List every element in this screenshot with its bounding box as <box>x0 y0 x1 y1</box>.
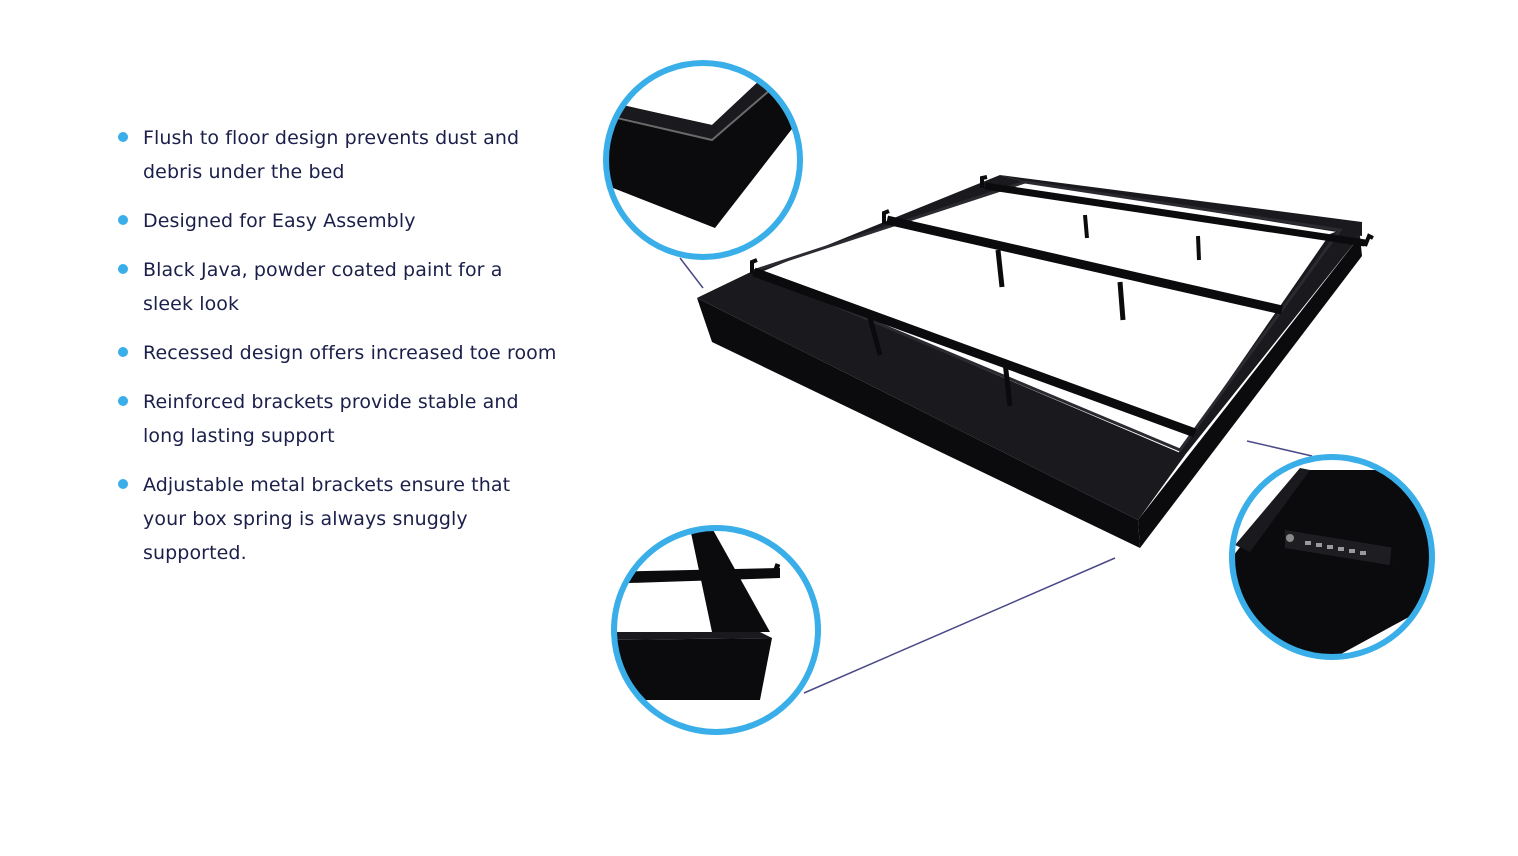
feature-text: Flush to floor design prevents dust and … <box>143 127 520 183</box>
feature-list: Flush to floor design prevents dust and … <box>118 121 558 585</box>
front-rail-top <box>697 271 1185 520</box>
leader-line-bracket <box>1246 440 1313 457</box>
detail-circle-recess <box>611 525 821 735</box>
leg-1 <box>867 317 883 356</box>
cross-bar-2 <box>886 215 1283 315</box>
feature-text: Recessed design offers increased toe roo… <box>143 342 557 364</box>
detail-circle-bracket <box>1229 454 1435 660</box>
dot-icon <box>118 132 128 142</box>
dot-icon <box>118 479 128 489</box>
inner-edge <box>752 180 1343 452</box>
front-rail-face <box>697 298 1140 548</box>
leg-3 <box>995 249 1005 288</box>
feature-item: Reinforced brackets provide stable and l… <box>118 385 558 453</box>
dot-icon <box>118 396 128 406</box>
bracket-hook-4 <box>1363 233 1374 247</box>
leader-line-recess <box>803 557 1116 694</box>
feature-item: Adjustable metal brackets ensure that yo… <box>118 468 558 570</box>
feature-item: Designed for Easy Assembly <box>118 204 558 238</box>
feature-item: Flush to floor design prevents dust and … <box>118 121 558 189</box>
bracket-hook-1 <box>750 258 758 274</box>
right-rail-top <box>1138 222 1362 520</box>
bracket-hook-2 <box>882 209 890 224</box>
leg-2 <box>1002 361 1013 407</box>
right-rail-face <box>1138 236 1362 548</box>
feature-item: Recessed design offers increased toe roo… <box>118 336 558 370</box>
leg-6 <box>1196 235 1201 261</box>
feature-text: Adjustable metal brackets ensure that yo… <box>143 474 511 564</box>
dot-icon <box>118 347 128 357</box>
dot-icon <box>118 215 128 225</box>
leg-5 <box>1083 214 1089 239</box>
feature-text: Reinforced brackets provide stable and l… <box>143 391 519 447</box>
dot-icon <box>118 264 128 274</box>
leader-lines <box>679 257 1313 694</box>
left-rail-top <box>697 175 1025 298</box>
leader-line-corner <box>679 257 704 289</box>
feature-text: Designed for Easy Assembly <box>143 210 416 232</box>
leg-4 <box>1117 281 1126 321</box>
bracket-hook-3 <box>980 175 988 188</box>
cross-bar-3 <box>984 182 1366 247</box>
detail-circle-corner <box>603 60 803 260</box>
feature-item: Black Java, powder coated paint for a sl… <box>118 253 558 321</box>
cross-bar-1 <box>752 267 1197 438</box>
feature-text: Black Java, powder coated paint for a sl… <box>143 259 503 315</box>
bed-frame <box>697 175 1374 548</box>
